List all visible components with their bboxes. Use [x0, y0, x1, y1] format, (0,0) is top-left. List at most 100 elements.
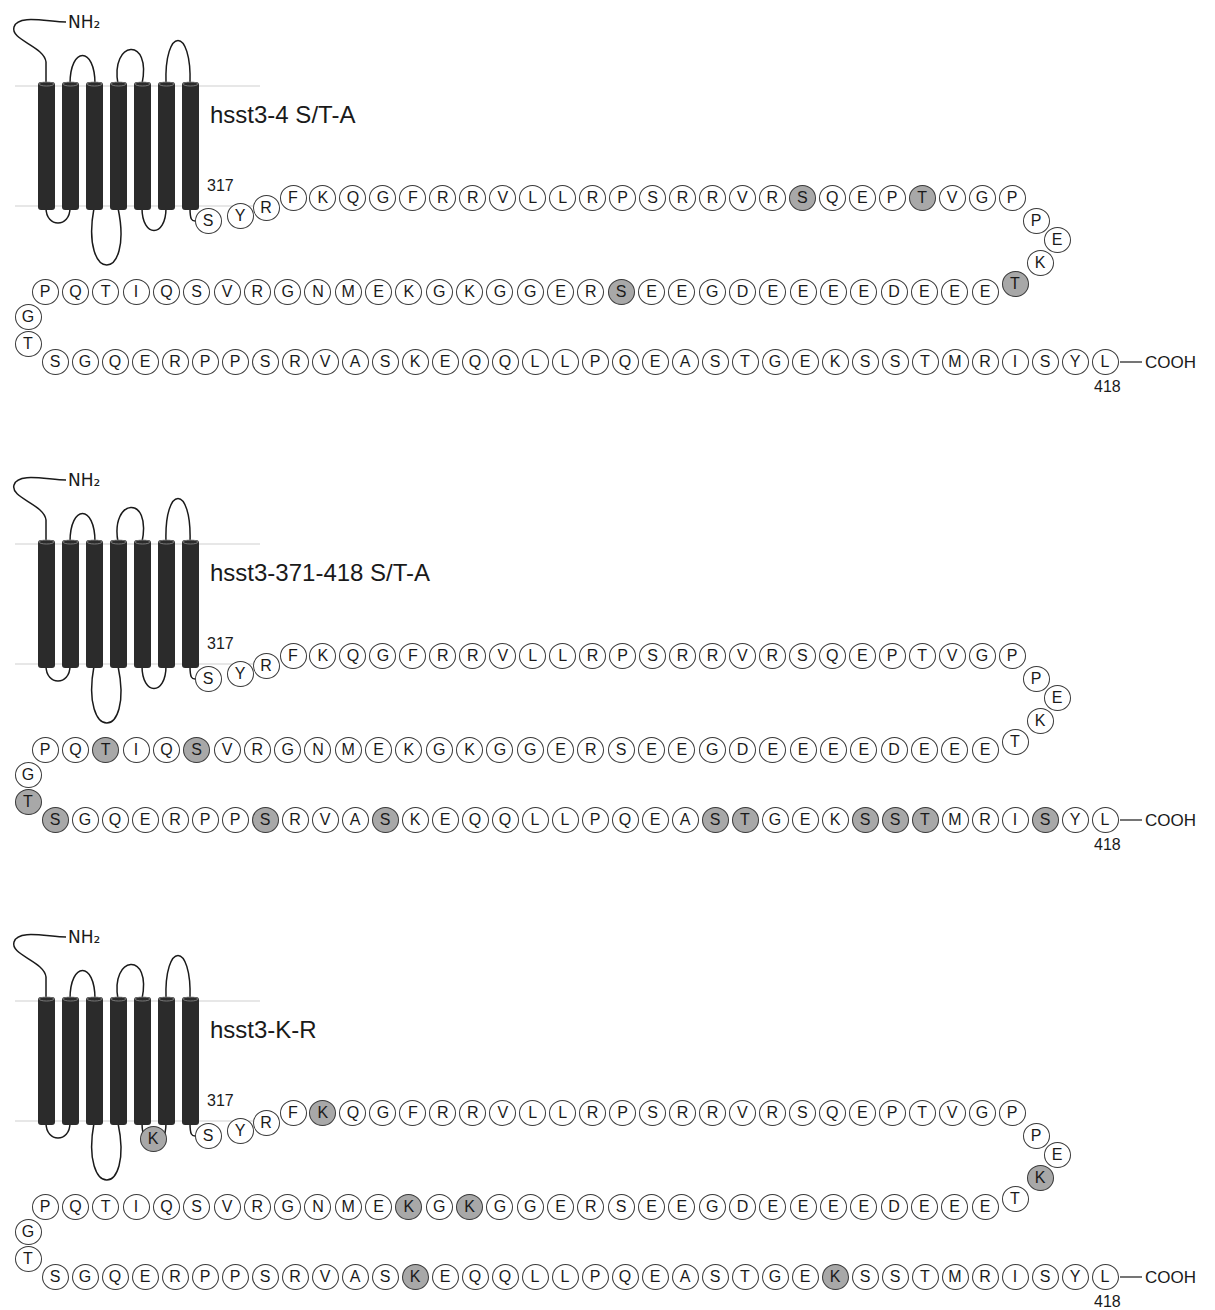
- residue-circle: R: [282, 349, 309, 375]
- residue-circle: K: [456, 737, 483, 763]
- residue-letter: Q: [619, 1269, 631, 1285]
- residue-letter: K: [318, 1105, 329, 1121]
- residue-circle: G: [486, 737, 513, 763]
- terminus-label: NH₂: [68, 14, 100, 31]
- residue-letter: Q: [499, 354, 511, 370]
- residue-circle: E: [850, 737, 877, 763]
- residue-letter: P: [40, 1199, 51, 1215]
- residue-circle: A: [672, 1264, 699, 1290]
- residue-letter: S: [380, 812, 391, 828]
- residue-letter: A: [680, 812, 691, 828]
- residue-letter: P: [590, 1269, 601, 1285]
- residue-letter: P: [200, 354, 211, 370]
- residue-letter: Q: [69, 1199, 81, 1215]
- residue-circle: R: [579, 643, 606, 669]
- residue-circle: E: [820, 1194, 847, 1220]
- residue-letter: Y: [235, 208, 246, 224]
- residue-number: 317: [207, 1093, 234, 1109]
- residue-circle: P: [609, 185, 636, 211]
- residue-letter: K: [318, 190, 329, 206]
- residue-letter: K: [464, 742, 475, 758]
- residue-letter: R: [979, 812, 991, 828]
- residue-letter: S: [647, 190, 658, 206]
- residue-circle: L: [549, 643, 576, 669]
- residue-letter: V: [497, 1105, 508, 1121]
- residue-circle: G: [486, 279, 513, 305]
- residue-letter: E: [857, 648, 868, 664]
- residue-letter: T: [740, 354, 750, 370]
- residue-letter: G: [769, 354, 781, 370]
- residue-letter: R: [467, 648, 479, 664]
- residue-circle: V: [489, 185, 516, 211]
- residue-letter: R: [587, 190, 599, 206]
- receptor-cartoon: [14, 20, 1142, 362]
- residue-letter: T: [1010, 276, 1020, 292]
- residue-circle: E: [547, 737, 574, 763]
- residue-letter: P: [1031, 213, 1042, 229]
- residue-letter: T: [1010, 734, 1020, 750]
- residue-circle: R: [282, 1264, 309, 1290]
- residue-circle: E: [972, 279, 999, 305]
- residue-letter: E: [919, 1199, 930, 1215]
- residue-letter: E: [650, 812, 661, 828]
- residue-letter: G: [79, 812, 91, 828]
- residue-circle: I: [1002, 807, 1029, 833]
- residue-circle: Q: [62, 737, 89, 763]
- residue-letter: F: [408, 1105, 418, 1121]
- residue-letter: L: [558, 190, 567, 206]
- residue-circle: M: [942, 807, 969, 833]
- residue-letter: E: [767, 1199, 778, 1215]
- residue-letter: S: [50, 354, 61, 370]
- residue-letter: G: [433, 742, 445, 758]
- residue-letter: F: [408, 648, 418, 664]
- residue-circle: F: [280, 1100, 307, 1126]
- residue-letter: E: [555, 742, 566, 758]
- residue-circle: E: [820, 737, 847, 763]
- residue-letter: S: [203, 1128, 214, 1144]
- residue-circle: E: [759, 279, 786, 305]
- residue-letter: G: [706, 1199, 718, 1215]
- residue-number: 317: [207, 178, 234, 194]
- residue-circle: Q: [339, 643, 366, 669]
- residue-circle: G: [762, 1264, 789, 1290]
- residue-letter: E: [440, 1269, 451, 1285]
- residue-letter: V: [320, 354, 331, 370]
- residue-letter: G: [706, 284, 718, 300]
- residue-letter: G: [494, 284, 506, 300]
- residue-circle: E: [642, 807, 669, 833]
- residue-letter: R: [707, 648, 719, 664]
- residue-letter: Q: [469, 1269, 481, 1285]
- residue-circle: P: [999, 1100, 1026, 1126]
- residue-letter: L: [561, 812, 570, 828]
- residue-letter: R: [169, 812, 181, 828]
- residue-circle: I: [123, 737, 150, 763]
- residue-letter: A: [350, 1269, 361, 1285]
- residue-letter: R: [289, 812, 301, 828]
- residue-letter: E: [919, 284, 930, 300]
- residue-circle: E: [759, 737, 786, 763]
- residue-circle: Q: [492, 1264, 519, 1290]
- residue-letter: S: [710, 812, 721, 828]
- residue-circle: E: [668, 737, 695, 763]
- residue-circle: Q: [462, 349, 489, 375]
- residue-circle: R: [972, 349, 999, 375]
- terminus-label: COOH: [1145, 1269, 1196, 1286]
- residue-circle: L: [552, 1264, 579, 1290]
- residue-letter: T: [917, 190, 927, 206]
- residue-letter: Q: [160, 742, 172, 758]
- residue-circle: T: [909, 643, 936, 669]
- residue-circle: T: [912, 807, 939, 833]
- residue-circle: P: [1023, 666, 1050, 692]
- residue-letter: T: [23, 1251, 33, 1267]
- residue-letter: I: [134, 1199, 138, 1215]
- residue-circle: G: [517, 737, 544, 763]
- residue-letter: S: [191, 1199, 202, 1215]
- residue-circle: S: [183, 737, 210, 763]
- residue-letter: G: [976, 648, 988, 664]
- residue-letter: E: [373, 742, 384, 758]
- residue-circle: S: [882, 807, 909, 833]
- residue-circle: E: [820, 279, 847, 305]
- residue-letter: G: [524, 284, 536, 300]
- residue-circle: Q: [62, 1194, 89, 1220]
- residue-letter: S: [797, 648, 808, 664]
